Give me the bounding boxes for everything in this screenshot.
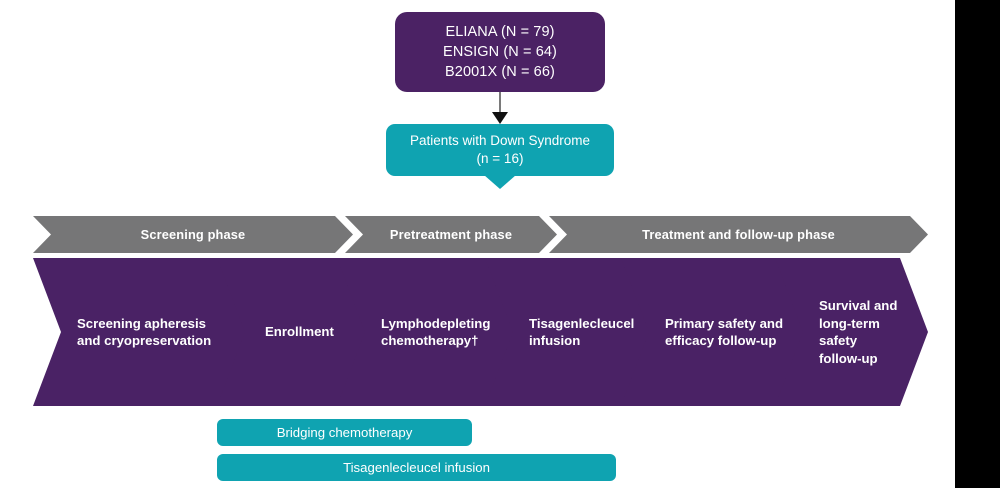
step-label-line-2: infusion (529, 333, 581, 348)
step-lymphodepleting-chemotherapy[interactable]: Lymphodepleting chemotherapy† (337, 258, 523, 406)
phase-segment-pretreatment: Pretreatment phase (345, 216, 557, 253)
step-tisagenlecleucel-infusion[interactable]: Tisagenlecleucel infusion (485, 258, 659, 406)
phase-banner: Screening phase Pretreatment phase Treat… (33, 216, 928, 253)
arrow-shaft (499, 92, 501, 114)
step-label-line-2: and cryopreservation (77, 333, 212, 348)
step-label-line-2: chemotherapy† (381, 333, 479, 348)
cohort-line-eliana: ELIANA (N = 79) (445, 24, 555, 40)
callout-count: (n = 16) (476, 151, 524, 166)
phase-label-treatment: Treatment and follow-up phase (642, 227, 835, 242)
cohort-line-ensign: ENSIGN (N = 64) (443, 44, 557, 60)
callout-title: Patients with Down Syndrome (409, 133, 591, 148)
step-primary-safety-efficacy-followup[interactable]: Primary safety and efficacy follow-up (621, 258, 813, 406)
step-label-line-3: follow-up (819, 350, 878, 366)
step-label-line-1: Lymphodepleting (381, 315, 491, 331)
phase-segment-screening: Screening phase (33, 216, 353, 253)
phase-label-pretreatment: Pretreatment phase (389, 227, 513, 242)
bar-bridging-chemotherapy: Bridging chemotherapy (217, 419, 472, 446)
arrow-head (492, 112, 508, 124)
step-chevron-band: Screening apheresis and cryopreservation… (33, 258, 928, 406)
cohort-box: ELIANA (N = 79) ENSIGN (N = 64) B2001X (… (395, 12, 605, 92)
step-label-line-1: Tisagenlecleucel (529, 315, 635, 331)
bar-tisagenlecleucel-infusion: Tisagenlecleucel infusion (217, 454, 616, 481)
step-label-line-1: Screening apheresis (77, 315, 207, 331)
step-screening-apheresis[interactable]: Screening apheresis and cryopreservation (33, 258, 255, 406)
step-label-line-1: Enrollment (265, 324, 334, 340)
down-syndrome-callout: Patients with Down Syndrome (n = 16) (386, 124, 614, 189)
phase-label-screening: Screening phase (140, 227, 246, 242)
step-label-line-1: Survival and (819, 298, 898, 313)
right-gutter (955, 0, 1000, 488)
step-label-line-2: long-term safety (819, 315, 880, 348)
bar-label-infusion: Tisagenlecleucel infusion (343, 460, 490, 475)
step-label-line-1: Primary safety and (665, 315, 784, 331)
callout-tail (484, 175, 516, 189)
phase-segment-treatment: Treatment and follow-up phase (549, 216, 928, 253)
cohort-line-b2001x: B2001X (N = 66) (445, 64, 555, 80)
step-label-line-2: efficacy follow-up (665, 333, 777, 348)
down-arrow-icon (492, 92, 508, 124)
bar-label-bridging: Bridging chemotherapy (276, 425, 413, 440)
